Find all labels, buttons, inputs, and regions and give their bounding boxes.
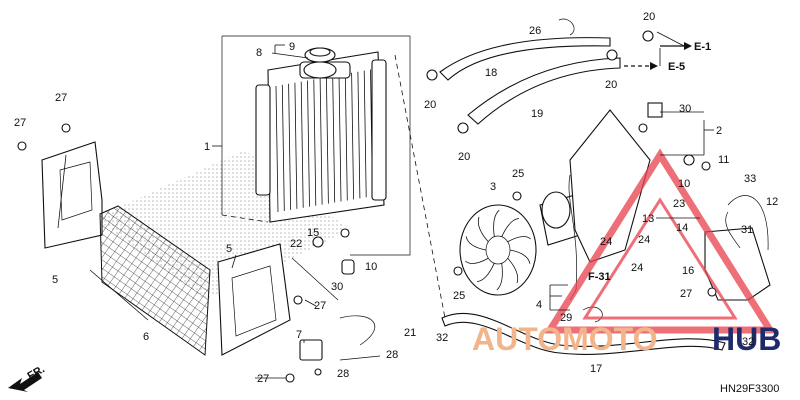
callout-24[interactable]: 24 (631, 262, 643, 274)
callout-5[interactable]: 5 (52, 274, 58, 286)
callout-32[interactable]: 32 (742, 336, 754, 348)
front-direction-arrow: FR. (8, 363, 47, 392)
callout-16[interactable]: 16 (682, 265, 694, 277)
ref-e-1-label[interactable]: E-1 (694, 41, 711, 53)
callout-24[interactable]: 24 (600, 236, 612, 248)
callout-10[interactable]: 10 (678, 178, 690, 190)
radiator-assembly-box (222, 35, 411, 256)
radiator-shroud-right[interactable] (217, 243, 291, 356)
ref-e-5-label[interactable]: E-5 (668, 61, 685, 73)
ref-e-1[interactable]: E-1 (660, 41, 711, 53)
front-direction-label: FR. (26, 363, 47, 382)
callout-6[interactable]: 6 (143, 331, 149, 343)
bolt (61, 123, 71, 133)
callout-5[interactable]: 5 (226, 243, 232, 255)
callout-13[interactable]: 13 (642, 213, 654, 225)
callout-29[interactable]: 29 (560, 312, 572, 324)
diagram-code: HN29F3300 (720, 383, 779, 395)
callout-27[interactable]: 27 (680, 288, 692, 300)
callout-27[interactable]: 27 (14, 117, 26, 129)
ref-e-5[interactable]: E-5 (624, 61, 685, 73)
hose-18[interactable] (439, 37, 611, 81)
ref-f-31-label[interactable]: F-31 (588, 271, 611, 283)
callout-20[interactable]: 20 (605, 79, 617, 91)
radiator-cap[interactable] (303, 47, 337, 79)
callout-7[interactable]: 7 (296, 329, 302, 341)
callout-2[interactable]: 2 (716, 125, 722, 137)
callout-1[interactable]: 1 (204, 141, 210, 153)
callout-10[interactable]: 10 (365, 261, 377, 273)
hose-33[interactable] (725, 211, 741, 249)
callout-8[interactable]: 8 (256, 47, 262, 59)
callout-4[interactable]: 4 (536, 299, 542, 311)
callout-33[interactable]: 33 (744, 173, 756, 185)
callout-19[interactable]: 19 (531, 108, 543, 120)
callout-28[interactable]: 28 (386, 349, 398, 361)
callout-11[interactable]: 11 (718, 154, 729, 166)
callout-32[interactable]: 32 (436, 332, 448, 344)
cooling-fan[interactable] (459, 204, 537, 296)
hose-12[interactable] (727, 195, 769, 251)
callout-20[interactable]: 20 (643, 11, 655, 23)
callout-22[interactable]: 22 (290, 238, 302, 250)
callout-20[interactable]: 20 (424, 99, 436, 111)
hose-19[interactable] (467, 57, 621, 125)
callout-17[interactable]: 17 (590, 363, 602, 375)
callout-28[interactable]: 28 (337, 368, 349, 380)
callout-24[interactable]: 24 (638, 234, 650, 246)
callout-25[interactable]: 25 (453, 290, 465, 302)
callout-21[interactable]: 21 (404, 327, 416, 339)
callout-20[interactable]: 20 (458, 151, 470, 163)
watermark-text-a: AUTOMOTO (472, 321, 657, 357)
callout-18[interactable]: 18 (485, 67, 497, 79)
hose-17[interactable] (441, 312, 726, 355)
callout-23[interactable]: 23 (673, 198, 685, 210)
callout-30[interactable]: 30 (679, 103, 691, 115)
callout-30[interactable]: 30 (331, 281, 343, 293)
radiator-shroud-left[interactable] (41, 141, 103, 249)
callout-31[interactable]: 31 (741, 224, 753, 236)
thermo-switch-wiring-21[interactable] (339, 315, 375, 346)
watermark-logo (543, 148, 777, 334)
callout-27[interactable]: 27 (55, 92, 67, 104)
callout-27[interactable]: 27 (257, 373, 269, 385)
callout-15[interactable]: 15 (307, 227, 319, 239)
radiator-grille[interactable] (99, 205, 211, 356)
callout-25[interactable]: 25 (512, 168, 524, 180)
callout-9[interactable]: 9 (289, 41, 295, 53)
callout-26[interactable]: 26 (529, 25, 541, 37)
fan-shroud[interactable] (569, 109, 651, 263)
callout-14[interactable]: 14 (676, 222, 688, 234)
watermark-text-b: HUB (712, 321, 781, 357)
callout-27[interactable]: 27 (314, 300, 326, 312)
callout-3[interactable]: 3 (490, 181, 496, 193)
callout-12[interactable]: 12 (766, 196, 778, 208)
fan-motor[interactable] (539, 191, 581, 246)
